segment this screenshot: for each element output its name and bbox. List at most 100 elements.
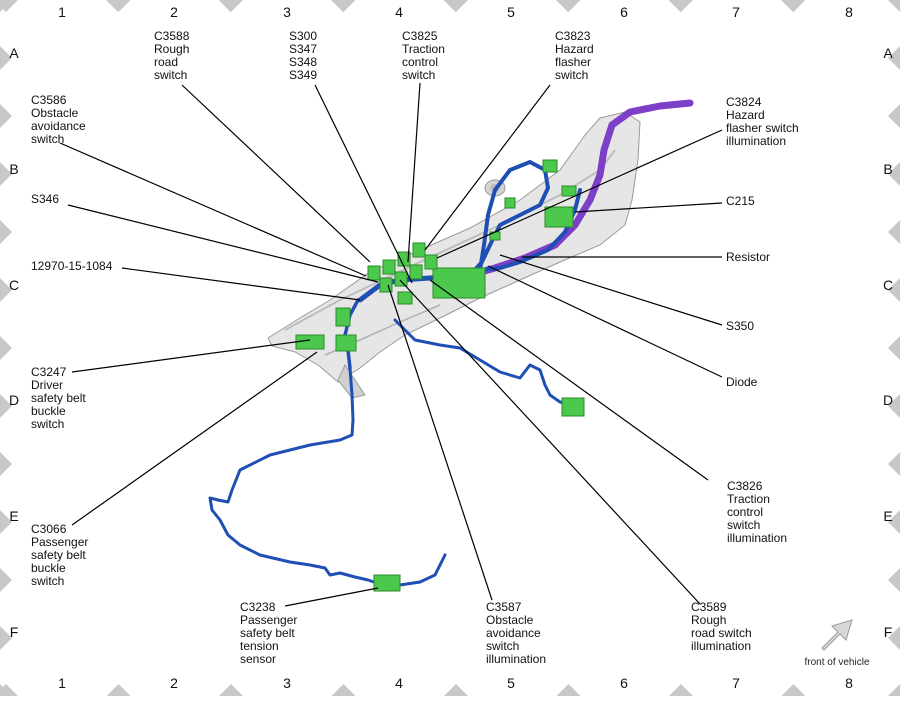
label-c3247: C3247 Driver safety belt buckle switch bbox=[31, 365, 89, 431]
grid-col-6-top: 6 bbox=[620, 4, 628, 20]
grid-row-f-right: F bbox=[884, 624, 893, 640]
grid-row-a-left: A bbox=[9, 45, 19, 61]
grid-row-c-left: C bbox=[9, 277, 19, 293]
grid-col-5-bottom: 5 bbox=[507, 675, 515, 691]
connector-c3247 bbox=[296, 335, 324, 349]
grid-col-2-top: 2 bbox=[170, 4, 178, 20]
border-diamond bbox=[106, 0, 130, 12]
label-c215: C215 bbox=[726, 194, 755, 208]
label-s350: S350 bbox=[726, 319, 754, 333]
grid-col-7-top: 7 bbox=[732, 4, 740, 20]
label-c3823: C3823 Hazard flasher switch bbox=[555, 29, 597, 82]
grid-col-6-bottom: 6 bbox=[620, 675, 628, 691]
connector-upper-1 bbox=[543, 160, 557, 172]
grid-col-8-bottom: 8 bbox=[845, 675, 853, 691]
grid-row-e-left: E bbox=[9, 508, 18, 524]
border-diamond bbox=[781, 0, 805, 12]
leader-c3238 bbox=[285, 588, 378, 606]
border-diamond bbox=[888, 104, 900, 128]
border-diamond bbox=[888, 220, 900, 244]
border-diamond bbox=[888, 568, 900, 592]
connector-c3588 bbox=[383, 260, 395, 274]
border-diamond bbox=[0, 336, 12, 360]
blue-harness-tension-sensor-tail bbox=[400, 555, 445, 585]
connector-c3589 bbox=[395, 272, 407, 286]
label-diode: Diode bbox=[726, 375, 758, 389]
border-diamond bbox=[782, 684, 806, 696]
leader-c3247 bbox=[72, 340, 310, 372]
border-diamond bbox=[557, 684, 581, 696]
grid-row-e-right: E bbox=[883, 508, 892, 524]
border-diamond bbox=[331, 0, 355, 12]
border-diamond bbox=[888, 336, 900, 360]
label-c3238: C3238 Passenger safety belt tension sens… bbox=[240, 600, 301, 666]
leader-c3586 bbox=[60, 143, 366, 276]
border-diamond bbox=[219, 0, 243, 12]
grid-col-8-top: 8 bbox=[845, 4, 853, 20]
connector-upper-3 bbox=[505, 198, 515, 208]
label-c3586: C3586 Obstacle avoidance switch bbox=[31, 93, 89, 146]
front-of-vehicle-label: front of vehicle bbox=[804, 657, 869, 668]
border-diamond bbox=[332, 684, 356, 696]
border-diamond bbox=[888, 684, 900, 696]
grid-col-3-top: 3 bbox=[283, 4, 291, 20]
front-arrow-icon bbox=[822, 620, 852, 650]
grid-row-b-left: B bbox=[9, 161, 18, 177]
grid-row-d-left: D bbox=[9, 392, 19, 408]
label-c3824: C3824 Hazard flasher switch illumination bbox=[726, 95, 802, 148]
leader-c3826 bbox=[430, 280, 708, 480]
connector-c3824 bbox=[425, 255, 437, 269]
connector-c3586 bbox=[368, 266, 380, 280]
grid-row-b-right: B bbox=[883, 161, 892, 177]
border-diamond bbox=[888, 0, 900, 12]
connector-splice bbox=[398, 292, 412, 304]
grid-col-4-bottom: 4 bbox=[395, 675, 403, 691]
leader-c3066 bbox=[72, 352, 317, 525]
leader-s346 bbox=[68, 205, 378, 282]
leader-s350 bbox=[500, 255, 722, 325]
label-c3826: C3826 Traction control switch illuminati… bbox=[727, 479, 787, 545]
border-diamond bbox=[888, 452, 900, 476]
label-c3066: C3066 Passenger safety belt buckle switc… bbox=[31, 522, 92, 588]
grid-col-4-top: 4 bbox=[395, 4, 403, 20]
grid-col-1-top: 1 bbox=[58, 4, 66, 20]
leader-part-num bbox=[122, 268, 360, 300]
leader-diode bbox=[488, 266, 722, 377]
label-part-number: 12970-15-1084 bbox=[31, 259, 113, 273]
label-c3825: C3825 Traction control switch bbox=[402, 29, 448, 82]
border-diamond bbox=[0, 568, 12, 592]
border-diamond bbox=[669, 684, 693, 696]
connector-c215 bbox=[545, 207, 573, 227]
border-diamond bbox=[0, 220, 12, 244]
grid-row-labels-right: A B C D E F bbox=[883, 45, 893, 640]
leader-c3588 bbox=[182, 85, 370, 262]
connector-left-1 bbox=[336, 308, 350, 326]
border-diamond bbox=[444, 684, 468, 696]
border-diamond bbox=[556, 0, 580, 12]
border-diamond bbox=[0, 452, 12, 476]
label-c3588: C3588 Rough road switch bbox=[154, 29, 193, 82]
grid-col-3-bottom: 3 bbox=[283, 675, 291, 691]
connector-c3823 bbox=[413, 243, 425, 257]
grid-row-labels-left: A B C D E F bbox=[9, 45, 19, 640]
connector-d5 bbox=[562, 398, 584, 416]
grid-col-1-bottom: 1 bbox=[58, 675, 66, 691]
label-s346: S346 bbox=[31, 192, 59, 206]
grid-col-7-bottom: 7 bbox=[732, 675, 740, 691]
grid-row-c-right: C bbox=[883, 277, 893, 293]
connector-c3826 bbox=[410, 265, 422, 279]
border-diamond bbox=[669, 0, 693, 12]
label-c3589: C3589 Rough road switch illumination bbox=[691, 600, 755, 653]
border-diamond bbox=[444, 0, 468, 12]
label-resistor: Resistor bbox=[726, 250, 770, 264]
border-diamond bbox=[219, 684, 243, 696]
connector-upper-2 bbox=[562, 186, 576, 196]
grid-row-d-right: D bbox=[883, 392, 893, 408]
grid-row-a-right: A bbox=[883, 45, 893, 61]
leader-c3825 bbox=[408, 83, 420, 262]
floor-console-illustration bbox=[268, 112, 640, 398]
grid-row-f-left: F bbox=[10, 624, 19, 640]
leader-c3587 bbox=[388, 285, 492, 600]
